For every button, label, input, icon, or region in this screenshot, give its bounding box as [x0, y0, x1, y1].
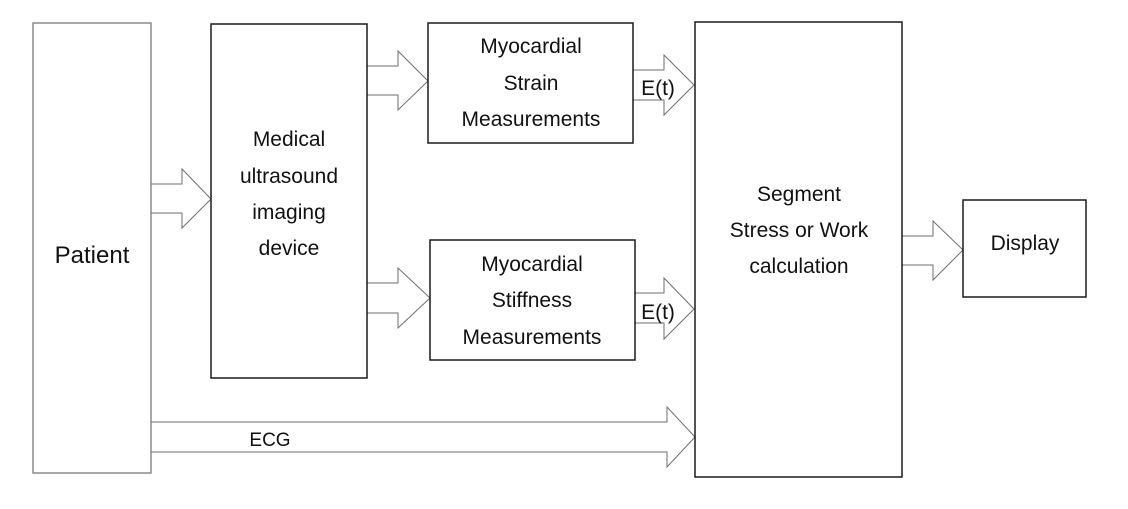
- arrow-stiffness-to-calc: [634, 276, 695, 341]
- strain-edge-label: E(t): [641, 77, 675, 100]
- imaging-device-label-line-3: imaging: [252, 201, 326, 224]
- imaging-device-label-line-4: device: [259, 237, 320, 260]
- arrow-ecg: [150, 405, 696, 469]
- strain-box: [427, 22, 634, 144]
- stiffness-label-line-1: Myocardial: [481, 253, 583, 276]
- stiffness-box: [429, 239, 636, 361]
- stiffness-label-line-3: Measurements: [463, 326, 602, 349]
- strain-label-line-2: Strain: [504, 72, 559, 95]
- stiffness-label-line-2: Stiffness: [492, 289, 572, 312]
- stiffness-edge-label: E(t): [641, 301, 675, 324]
- strain-label-line-1: Myocardial: [480, 35, 582, 58]
- imaging-device-label-line-1: Medical: [253, 128, 325, 151]
- patient-label: Patient: [55, 242, 130, 269]
- arrow-patient-to-device: [150, 167, 212, 230]
- strain-label-line-3: Measurements: [462, 108, 601, 131]
- calculation-label-line-3: calculation: [749, 255, 848, 278]
- arrow-device-to-strain: [366, 49, 429, 112]
- calculation-box: [694, 21, 903, 478]
- ecg-edge-label: ECG: [249, 430, 290, 451]
- arrow-strain-to-calc: [632, 53, 695, 117]
- display-label: Display: [991, 232, 1060, 255]
- imaging-device-box: [210, 23, 368, 379]
- imaging-device-label-line-2: ultrasound: [240, 165, 338, 188]
- patient-box: [32, 22, 152, 474]
- calculation-label-line-1: Segment: [757, 183, 841, 206]
- calculation-label-line-2: Stress or Work: [730, 219, 869, 242]
- arrow-calc-to-display: [901, 219, 964, 282]
- arrow-device-to-stiffness: [366, 266, 431, 330]
- display-box: [962, 199, 1087, 298]
